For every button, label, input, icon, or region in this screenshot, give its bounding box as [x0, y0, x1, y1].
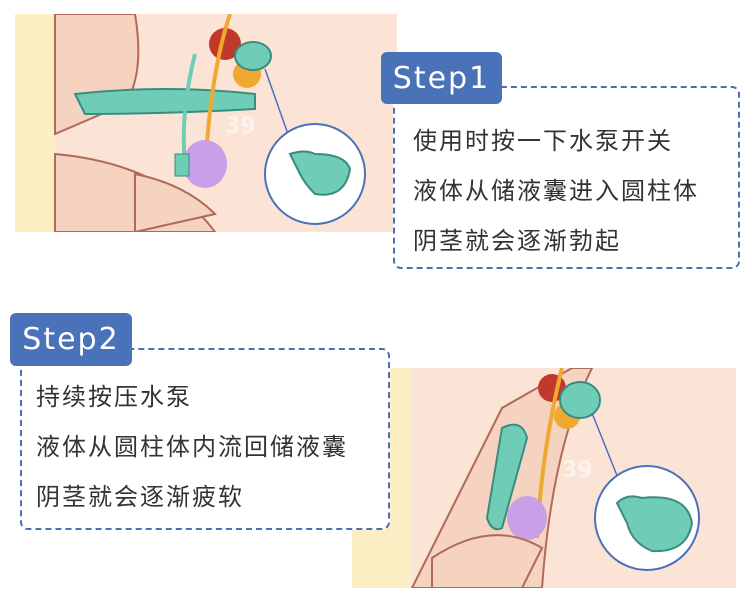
- illustration-step1-erection: 39: [15, 14, 397, 232]
- step2-line-1: 持续按压水泵: [36, 383, 192, 411]
- illustration-step2-deflation: 39: [352, 368, 736, 588]
- step2-line-2: 液体从圆柱体内流回储液囊: [36, 433, 348, 461]
- watermark-logo: 39: [562, 458, 593, 483]
- step1-description-box: 使用时按一下水泵开关 液体从储液囊进入圆柱体 阴茎就会逐渐勃起: [393, 86, 740, 269]
- step2-line-3: 阴茎就会逐渐疲软: [36, 483, 244, 511]
- step1-line-3: 阴茎就会逐渐勃起: [413, 227, 621, 255]
- implant-deflated-illustration: [352, 368, 700, 588]
- step1-line-1: 使用时按一下水泵开关: [413, 127, 673, 155]
- implant-inflated-illustration: [15, 14, 366, 232]
- step1-line-2: 液体从储液囊进入圆柱体: [413, 177, 699, 205]
- step2-description-box: 持续按压水泵 液体从圆柱体内流回储液囊 阴茎就会逐渐疲软: [20, 348, 390, 530]
- step1-label: Step1: [381, 52, 502, 104]
- watermark-logo: 39: [225, 114, 256, 139]
- step2-label: Step2: [10, 313, 132, 366]
